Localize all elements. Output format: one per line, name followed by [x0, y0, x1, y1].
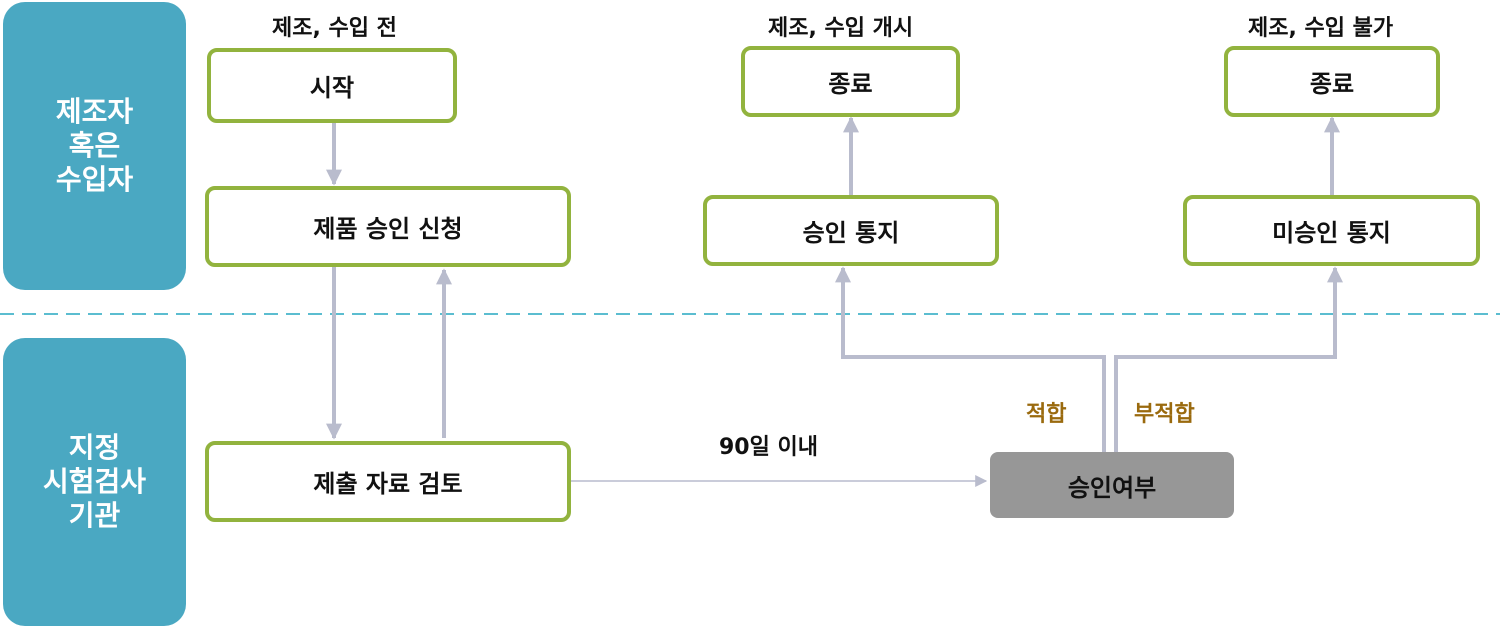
arrow-decision-to-approve — [835, 266, 1106, 452]
arrow-decision-to-reject — [1114, 266, 1343, 452]
lane-testing-agency: 지정 시험검사 기관 — [3, 338, 186, 626]
node-end-approved: 종료 — [741, 46, 960, 117]
label-pass: 적합 — [1026, 402, 1067, 427]
node-approve-notice: 승인 통지 — [703, 195, 999, 266]
node-end-rejected: 종료 — [1224, 46, 1440, 117]
header-impossible: 제조, 수입 불가 — [1248, 16, 1394, 41]
node-decision: 승인여부 — [990, 452, 1234, 518]
lane-manufacturer: 제조자 혹은 수입자 — [3, 2, 186, 290]
node-apply: 제품 승인 신청 — [205, 186, 571, 267]
label-90-days: 90일 이내 — [719, 435, 818, 460]
label-fail: 부적합 — [1134, 402, 1195, 427]
node-reject-notice: 미승인 통지 — [1183, 195, 1480, 266]
node-start: 시작 — [207, 48, 457, 123]
header-start: 제조, 수입 개시 — [768, 16, 914, 41]
node-review: 제출 자료 검토 — [205, 441, 571, 522]
header-before: 제조, 수입 전 — [272, 16, 397, 41]
